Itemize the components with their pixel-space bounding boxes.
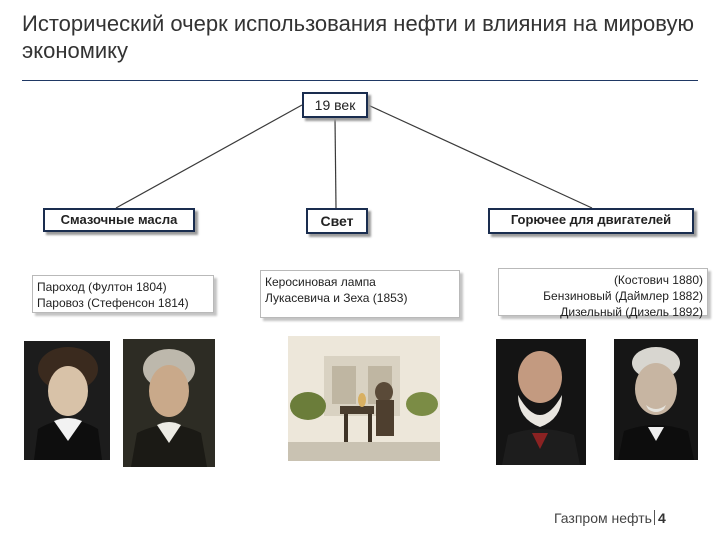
desc-line: Пароход (Фултон 1804) (37, 279, 209, 295)
desc-line: Паровоз (Стефенсон 1814) (37, 295, 209, 311)
description-lubricants: Пароход (Фултон 1804) Паровоз (Стефенсон… (32, 275, 214, 313)
portrait-daimler (496, 339, 586, 465)
portrait-diesel (614, 339, 698, 460)
desc-line: Лукасевича и Зеха (1853) (265, 290, 455, 306)
desc-line: Бензиновый (Даймлер 1882) (503, 288, 703, 304)
photo-kerosene-lamp-monument (288, 336, 440, 461)
footer-brand: Газпром нефть (554, 510, 652, 526)
desc-line: (Костович 1880) (503, 272, 703, 288)
category-lubricants: Смазочные масла (43, 208, 195, 232)
portrait-stephenson (123, 339, 215, 467)
description-engine-fuel: (Костович 1880) Бензиновый (Даймлер 1882… (498, 268, 708, 316)
page-number: 4 (658, 510, 666, 526)
desc-line: Дизельный (Дизель 1892) (503, 304, 703, 320)
footer-separator (654, 510, 655, 525)
description-light: Керосиновая лампа Лукасевича и Зеха (185… (260, 270, 460, 318)
category-light: Свет (306, 208, 368, 234)
footer: Газпром нефть 4 (554, 510, 666, 526)
desc-line: Керосиновая лампа (265, 274, 455, 290)
root-node-19th-century: 19 век (302, 92, 368, 118)
portrait-fulton (24, 341, 110, 460)
category-engine-fuel: Горючее для двигателей (488, 208, 694, 234)
